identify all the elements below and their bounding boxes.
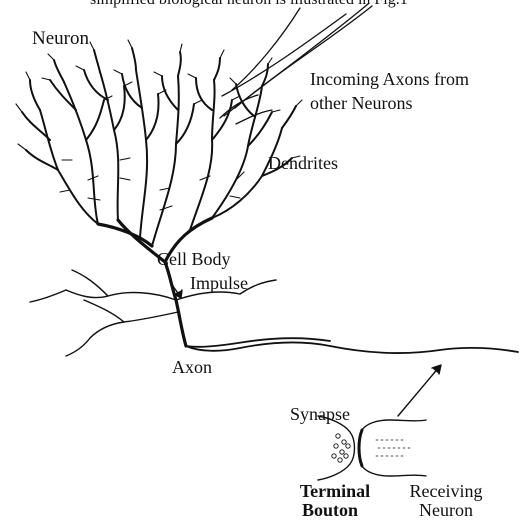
label-neuron: Neuron bbox=[32, 29, 89, 48]
axon bbox=[186, 338, 518, 353]
label-terminal-bouton-line1: Terminal bbox=[290, 482, 380, 500]
label-incoming-axons-line2: other Neurons bbox=[310, 94, 412, 112]
dendrite-twigs bbox=[16, 40, 302, 210]
label-receiving-neuron-line2: Neuron bbox=[401, 501, 491, 519]
header-text: simplified biological neuron is illustra… bbox=[90, 0, 408, 8]
label-receiving-neuron-line1: Receiving bbox=[401, 482, 491, 500]
dendrites bbox=[22, 48, 296, 246]
label-impulse: Impulse bbox=[190, 274, 248, 292]
label-synapse: Synapse bbox=[290, 405, 350, 423]
label-terminal-bouton-line2: Bouton bbox=[290, 501, 370, 519]
label-axon: Axon bbox=[172, 358, 212, 376]
label-incoming-axons-line1: Incoming Axons from bbox=[310, 70, 469, 88]
synapse-detail bbox=[318, 416, 426, 480]
synapse-arrow bbox=[398, 365, 441, 416]
vesicles bbox=[332, 434, 350, 462]
label-dendrites: Dendrites bbox=[268, 154, 338, 172]
label-cell-body: Cell Body bbox=[157, 250, 231, 268]
